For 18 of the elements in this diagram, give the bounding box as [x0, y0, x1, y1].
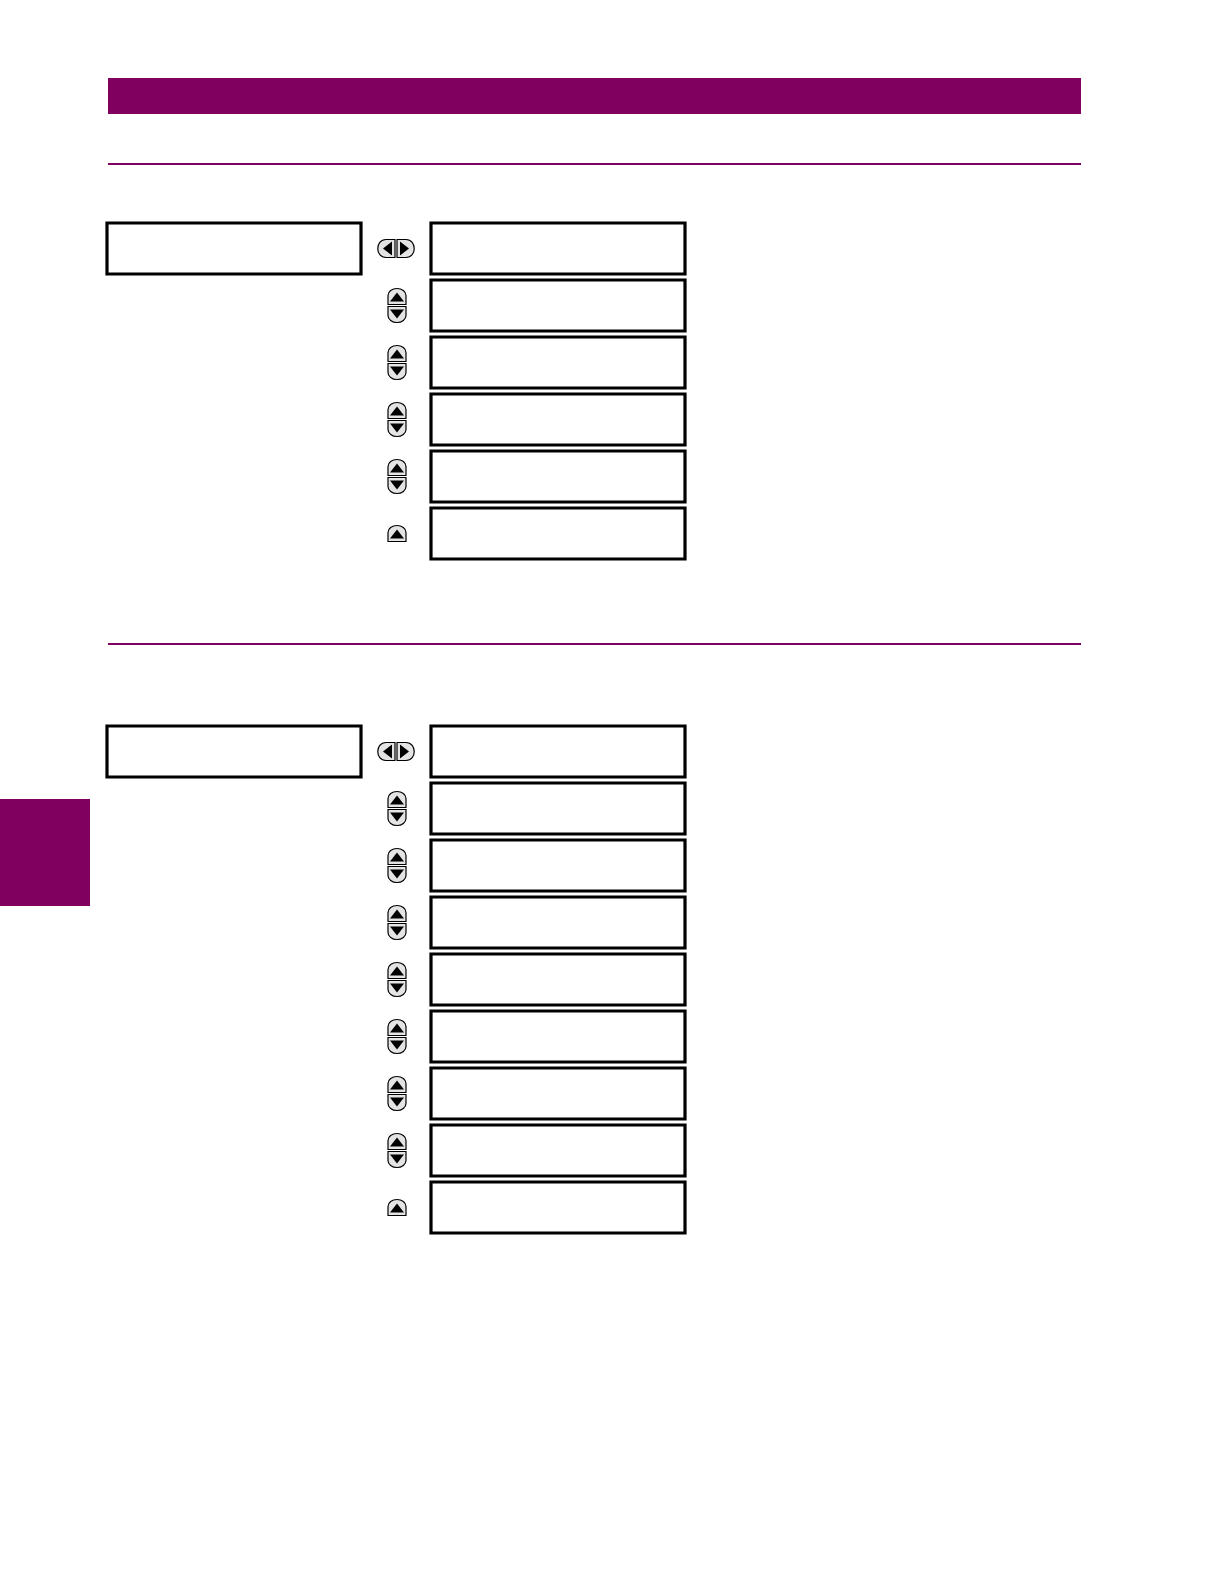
- display-box: [429, 952, 687, 1007]
- display-box: [429, 724, 687, 779]
- display-box: [105, 724, 363, 779]
- side-tab: [0, 799, 90, 906]
- display-box: [429, 392, 687, 447]
- display-box: [429, 895, 687, 950]
- display-box: [429, 781, 687, 836]
- display-box: [105, 221, 363, 276]
- display-box: [429, 1066, 687, 1121]
- display-box: [429, 1123, 687, 1178]
- display-box: [429, 221, 687, 276]
- display-box: [429, 335, 687, 390]
- display-box: [429, 278, 687, 333]
- display-box: [429, 449, 687, 504]
- display-box: [429, 506, 687, 561]
- display-box: [429, 838, 687, 893]
- display-box: [429, 1009, 687, 1064]
- display-box: [429, 1180, 687, 1235]
